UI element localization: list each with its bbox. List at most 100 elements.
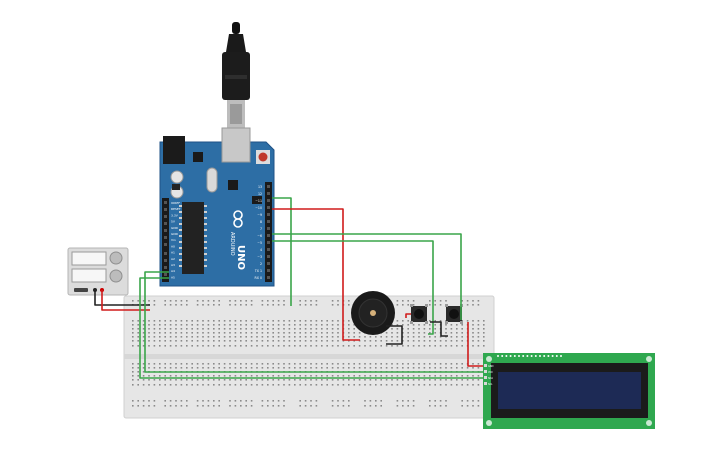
breadboard-hole xyxy=(434,324,436,326)
breadboard-hole xyxy=(407,328,409,330)
breadboard-hole xyxy=(272,320,274,322)
lcd-i2c-pin[interactable] xyxy=(484,364,487,367)
breadboard-hole xyxy=(429,363,431,365)
breadboard-hole xyxy=(369,340,372,342)
breadboard-hole xyxy=(369,379,372,381)
breadboard-hole xyxy=(315,400,318,402)
wire-analog-1 xyxy=(144,271,478,373)
piezo-buzzer-icon[interactable] xyxy=(351,291,395,335)
breadboard-hole xyxy=(391,367,393,369)
atmega-chip xyxy=(182,202,204,274)
breadboard-hole xyxy=(337,304,339,306)
breadboard-hole xyxy=(461,300,463,302)
breadboard-hole xyxy=(234,340,237,342)
breadboard-hole xyxy=(353,336,355,338)
breadboard-hole xyxy=(180,367,183,369)
breadboard-hole xyxy=(461,400,463,402)
breadboard-hole xyxy=(461,345,463,347)
breadboard-hole xyxy=(391,384,393,386)
breadboard-hole xyxy=(283,320,285,322)
breadboard-hole xyxy=(288,345,291,347)
breadboard-hole xyxy=(234,379,237,381)
breadboard-hole xyxy=(267,328,269,330)
breadboard-hole xyxy=(342,345,345,347)
breadboard-hole xyxy=(315,304,318,306)
breadboard-hole xyxy=(245,300,247,302)
analog-pin-label: A1 xyxy=(171,251,175,255)
breadboard-hole xyxy=(461,379,463,381)
breadboard-hole xyxy=(261,336,264,338)
breadboard-hole xyxy=(207,300,210,302)
breadboard-hole xyxy=(299,379,301,381)
breadboard-hole xyxy=(175,400,177,402)
breadboard-hole xyxy=(450,324,453,326)
breadboard-hole xyxy=(186,363,188,365)
breadboard-hole xyxy=(159,324,161,326)
breadboard-hole xyxy=(477,328,480,330)
pushbutton-icon[interactable] xyxy=(410,304,428,324)
breadboard-hole xyxy=(337,379,339,381)
breadboard-hole xyxy=(418,332,420,334)
breadboard-hole xyxy=(402,384,404,386)
breadboard-hole xyxy=(132,405,134,407)
breadboard-hole xyxy=(299,363,301,365)
breadboard-hole xyxy=(483,340,485,342)
breadboard-hole xyxy=(277,363,280,365)
breadboard-hole xyxy=(137,340,139,342)
breadboard-hole xyxy=(364,375,366,377)
breadboard-hole xyxy=(218,367,220,369)
breadboard-hole xyxy=(342,375,345,377)
battery-pack-icon[interactable] xyxy=(67,247,129,296)
breadboard-hole xyxy=(196,367,199,369)
breadboard-hole xyxy=(240,363,242,365)
breadboard-hole xyxy=(272,345,274,347)
breadboard-hole xyxy=(175,340,177,342)
breadboard-hole xyxy=(142,367,145,369)
breadboard-hole xyxy=(369,345,372,347)
breadboard-hole xyxy=(283,384,285,386)
usb-cable-icon[interactable] xyxy=(222,22,250,128)
lcd-i2c-pin[interactable] xyxy=(484,382,487,385)
breadboard-hole xyxy=(429,375,431,377)
breadboard-hole xyxy=(461,320,463,322)
breadboard-hole xyxy=(229,300,231,302)
lcd-i2c-pin[interactable] xyxy=(484,376,487,379)
breadboard-hole xyxy=(234,300,237,302)
breadboard-hole xyxy=(288,340,291,342)
breadboard-hole xyxy=(218,379,220,381)
breadboard-hole xyxy=(472,340,474,342)
breadboard-hole xyxy=(331,384,334,386)
breadboard-hole xyxy=(223,379,226,381)
breadboard-hole xyxy=(310,304,312,306)
breadboard-hole xyxy=(353,332,355,334)
breadboard-hole xyxy=(240,336,242,338)
breadboard-hole xyxy=(434,304,436,306)
breadboard-hole xyxy=(196,332,199,334)
lcd-header-pin xyxy=(518,355,520,357)
lcd-i2c-pin[interactable] xyxy=(484,370,487,373)
breadboard-hole xyxy=(283,328,285,330)
breadboard-hole xyxy=(310,379,312,381)
breadboard-hole xyxy=(245,336,247,338)
breadboard-hole xyxy=(153,375,156,377)
breadboard-hole xyxy=(337,300,339,302)
breadboard-hole xyxy=(321,328,323,330)
breadboard-hole xyxy=(434,363,436,365)
breadboard-hole xyxy=(315,363,318,365)
breadboard-hole xyxy=(169,340,172,342)
breadboard-hole xyxy=(218,300,220,302)
breadboard-hole xyxy=(153,400,156,402)
breadboard-hole xyxy=(283,324,285,326)
breadboard-hole xyxy=(186,375,188,377)
breadboard-hole xyxy=(175,328,177,330)
breadboard-hole xyxy=(364,379,366,381)
breadboard-hole xyxy=(315,336,318,338)
breadboard-hole xyxy=(132,379,134,381)
breadboard-hole xyxy=(337,345,339,347)
breadboard-hole xyxy=(477,405,480,407)
wire-d-gnd xyxy=(272,197,292,306)
breadboard-hole xyxy=(466,384,469,386)
lcd-screen xyxy=(498,372,641,409)
